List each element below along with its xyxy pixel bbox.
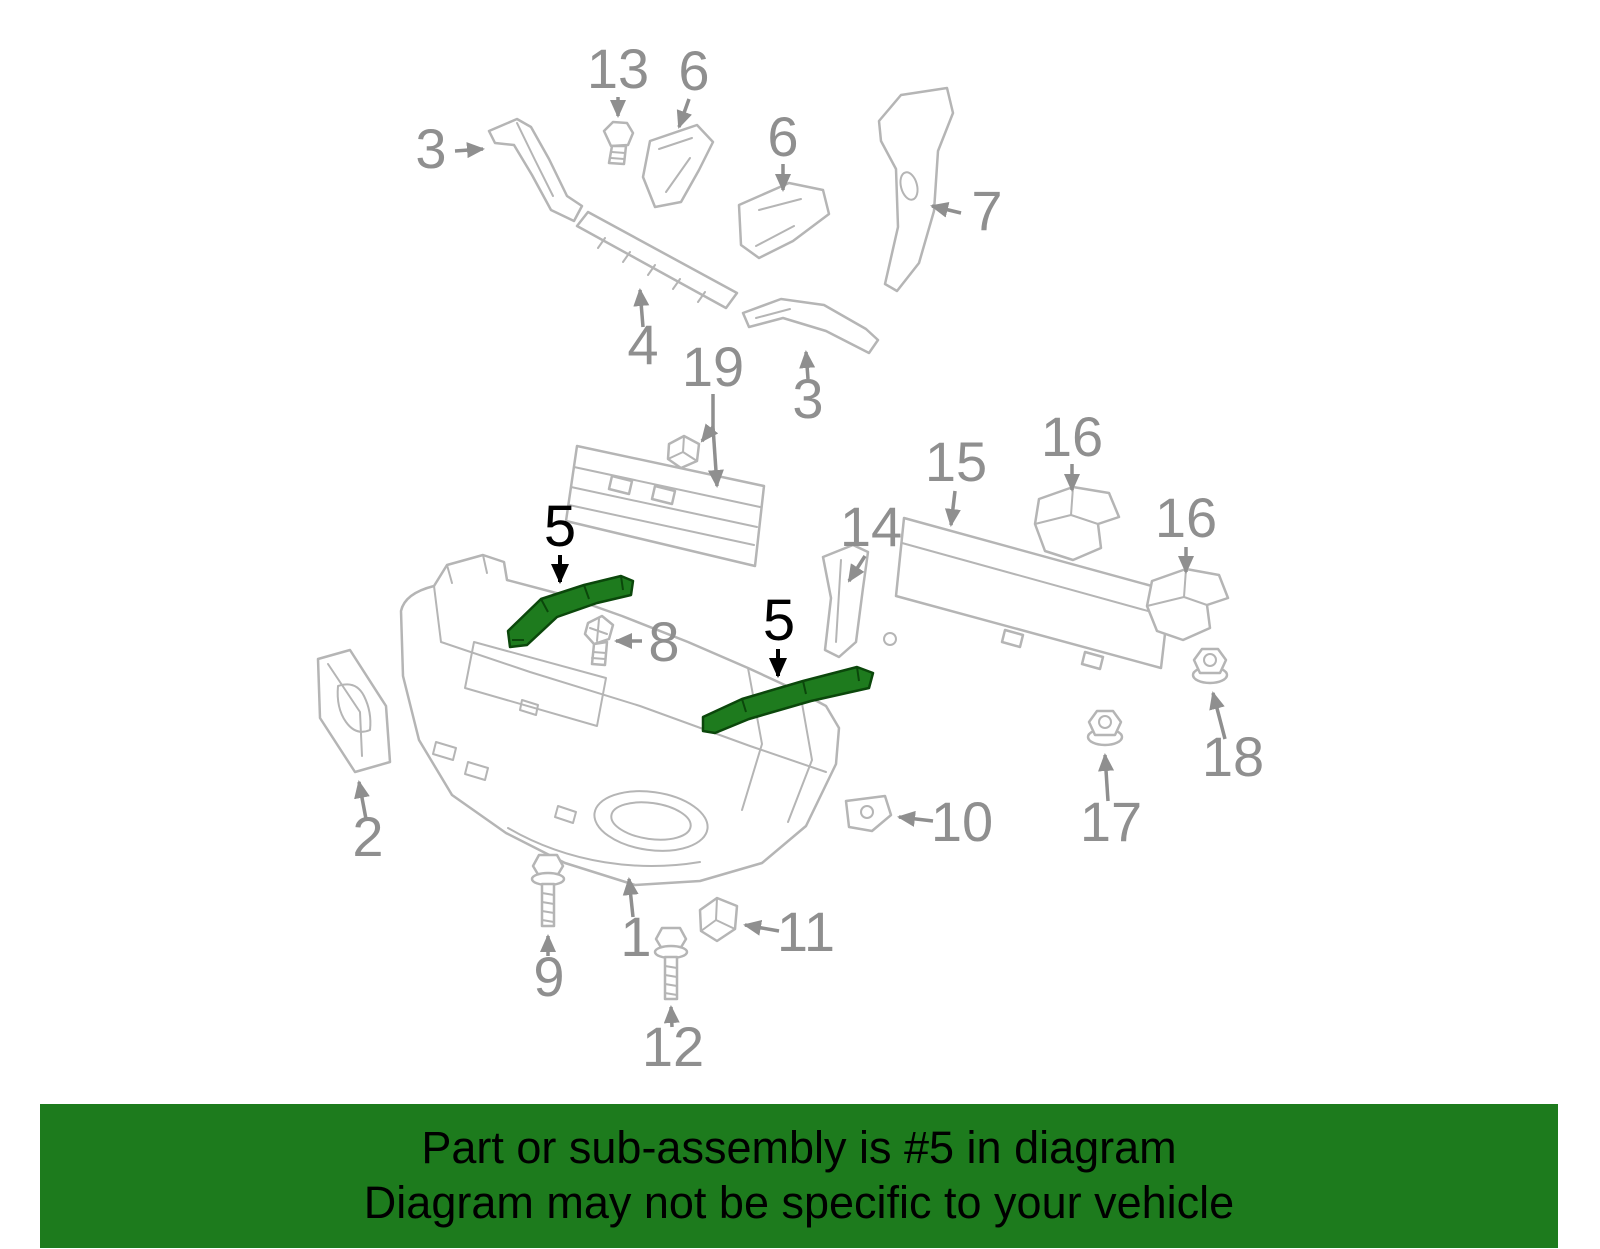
callout-14: 14 <box>840 495 902 558</box>
parts-diagram: 13 6 3 6 7 4 19 3 16 15 16 14 5 8 5 18 1… <box>316 37 1264 1078</box>
leader-17 <box>1098 753 1115 802</box>
callout-5-left: 5 <box>544 494 576 559</box>
part-3-upper-left-bracket <box>487 117 584 223</box>
leader-3-left <box>454 142 485 159</box>
part-16-bracket-right <box>1145 567 1230 642</box>
leader-12 <box>663 1005 680 1028</box>
banner-line1: Part or sub-assembly is #5 in diagram <box>421 1122 1177 1174</box>
part-16-bracket-left <box>1033 485 1121 562</box>
callout-13: 13 <box>587 37 649 100</box>
callout-17: 17 <box>1080 790 1142 853</box>
part-5-left-retainer-highlighted <box>506 574 635 649</box>
leader-3-right <box>799 350 816 380</box>
callout-4: 4 <box>627 313 658 376</box>
leader-4 <box>633 288 650 328</box>
callout-12: 12 <box>642 1015 704 1078</box>
part-5-right-retainer-highlighted <box>701 665 875 735</box>
leader-11 <box>743 919 780 936</box>
clip-19 <box>666 434 701 470</box>
callout-10: 10 <box>931 790 993 853</box>
leader-18 <box>1209 691 1227 740</box>
nut-17 <box>1086 709 1124 747</box>
callout-9: 9 <box>533 945 564 1008</box>
part-2-corner-bracket <box>316 648 392 774</box>
bolt-8 <box>583 614 615 667</box>
callout-7: 7 <box>971 179 1002 242</box>
callout-8: 8 <box>648 610 679 673</box>
leader-arrows <box>354 97 1227 1028</box>
leader-6-upper <box>676 98 692 129</box>
clip-11 <box>698 896 739 943</box>
leader-1 <box>622 877 639 918</box>
part-7-side-panel <box>877 86 955 293</box>
bolt-9 <box>530 853 566 928</box>
bolt-13 <box>602 120 635 166</box>
part-6-upper-bracket <box>641 123 715 209</box>
callout-18: 18 <box>1202 725 1264 788</box>
callout-16-left: 16 <box>1041 405 1103 468</box>
part-3-right-bracket <box>741 297 880 355</box>
callout-11: 11 <box>777 900 835 963</box>
callout-1: 1 <box>620 905 651 968</box>
leader-19-clip <box>700 423 719 443</box>
bolt-12 <box>653 926 689 1001</box>
callout-6-upper: 6 <box>678 39 709 102</box>
callout-15: 15 <box>925 430 987 493</box>
highlight-banner: Part or sub-assembly is #5 in diagram Di… <box>40 1104 1558 1248</box>
leader-2 <box>354 780 370 820</box>
callout-2: 2 <box>352 805 383 868</box>
leader-10 <box>897 810 934 827</box>
part-15-impact-bar <box>883 516 1172 671</box>
leader-14 <box>847 555 867 583</box>
callout-labels: 13 6 3 6 7 4 19 3 16 15 16 14 5 8 5 18 1… <box>352 37 1264 1078</box>
callout-5-right: 5 <box>763 588 795 653</box>
callout-6-lower: 6 <box>767 105 798 168</box>
leader-19-grille <box>707 426 724 488</box>
nut-18 <box>1191 647 1229 685</box>
banner-line2: Diagram may not be specific to your vehi… <box>363 1177 1235 1228</box>
leader-15 <box>944 490 961 527</box>
leader-7 <box>930 201 962 218</box>
part-6-lower-bracket <box>737 181 831 260</box>
callout-19: 19 <box>682 335 744 398</box>
callout-3-right: 3 <box>792 367 823 430</box>
clip-10 <box>844 794 893 833</box>
callout-16-right: 16 <box>1155 486 1217 549</box>
callout-3-left: 3 <box>415 117 446 180</box>
part-4-support-rail <box>575 210 739 310</box>
part-19-grille-panel <box>564 444 766 568</box>
